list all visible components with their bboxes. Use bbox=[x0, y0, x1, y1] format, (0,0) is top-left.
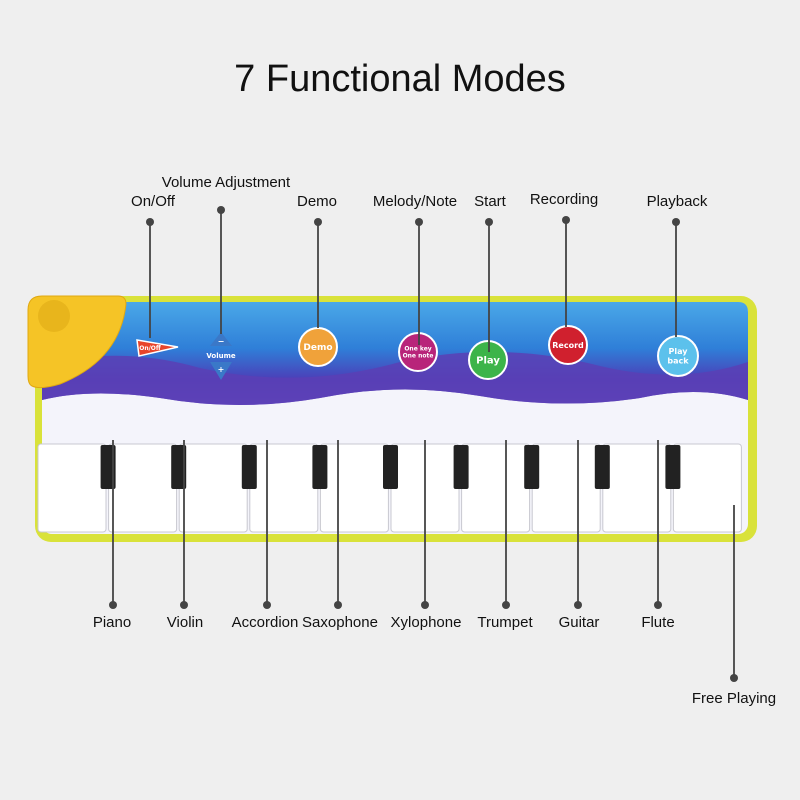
callout-label: Xylophone bbox=[391, 614, 462, 631]
callout-recording: Recording bbox=[530, 191, 598, 327]
playback-button-label: back bbox=[667, 357, 689, 366]
demo-button[interactable]: Demo bbox=[298, 327, 338, 367]
play-button-label: Play bbox=[476, 356, 500, 367]
black-key[interactable] bbox=[594, 445, 610, 489]
callout-piano: Piano bbox=[93, 440, 131, 631]
leader-dot bbox=[217, 206, 225, 214]
playback-button-shape bbox=[657, 335, 699, 377]
black-key[interactable] bbox=[665, 445, 681, 489]
melody-note-button-shape bbox=[398, 332, 438, 372]
callout-label: Trumpet bbox=[477, 614, 533, 631]
record-button-shape bbox=[548, 325, 588, 365]
volume-control[interactable]: − Volume + bbox=[206, 332, 236, 380]
white-key[interactable] bbox=[461, 443, 531, 533]
callout-xylophone: Xylophone bbox=[391, 440, 462, 631]
leader-dot bbox=[562, 216, 570, 224]
callout-volume-adjustment: Volume Adjustment bbox=[162, 174, 291, 334]
callout-playback: Playback bbox=[647, 193, 708, 337]
playback-button[interactable]: Playback bbox=[657, 335, 699, 377]
black-key[interactable] bbox=[524, 445, 540, 489]
callout-free-playing: Free Playing bbox=[692, 505, 776, 707]
white-key[interactable] bbox=[602, 443, 672, 533]
white-key[interactable] bbox=[249, 443, 319, 533]
volume-down-shape[interactable] bbox=[210, 362, 232, 380]
white-key[interactable] bbox=[531, 443, 601, 533]
play-button-shape bbox=[468, 340, 508, 380]
playback-button-label: Play bbox=[669, 347, 689, 356]
callout-demo: Demo bbox=[297, 193, 337, 328]
black-key[interactable] bbox=[241, 445, 257, 489]
white-key[interactable] bbox=[37, 443, 107, 533]
demo-button-label: Demo bbox=[303, 343, 332, 353]
leader-dot bbox=[146, 218, 154, 226]
callout-label: Free Playing bbox=[692, 690, 776, 707]
callout-label: Accordion bbox=[232, 614, 299, 631]
onoff-label: On/Off bbox=[139, 345, 161, 352]
deep-water-wave bbox=[42, 351, 748, 405]
leader-dot bbox=[502, 601, 510, 609]
leader-dot bbox=[421, 601, 429, 609]
record-button-label: Record bbox=[552, 341, 584, 350]
callout-melody-note: Melody/Note bbox=[373, 193, 457, 345]
melody-note-button-label: One key bbox=[404, 346, 431, 353]
leader-dot bbox=[485, 218, 493, 226]
white-key[interactable] bbox=[672, 443, 742, 533]
black-key[interactable] bbox=[171, 445, 187, 489]
page-title: 7 Functional Modes bbox=[234, 58, 566, 100]
melody-note-button-label: One note bbox=[403, 353, 434, 360]
callout-flute: Flute bbox=[641, 440, 675, 631]
callout-label: Playback bbox=[647, 193, 708, 210]
callout-trumpet: Trumpet bbox=[477, 440, 533, 631]
volume-minus-label: − bbox=[218, 337, 225, 346]
leader-dot bbox=[109, 601, 117, 609]
callout-label: Volume Adjustment bbox=[162, 174, 291, 191]
volume-label: Volume bbox=[206, 352, 236, 360]
callout-label: Start bbox=[474, 193, 507, 210]
callout-label: Violin bbox=[167, 614, 203, 631]
callout-label: Demo bbox=[297, 193, 337, 210]
callout-label: Flute bbox=[641, 614, 674, 631]
volume-plus-label: + bbox=[218, 365, 225, 374]
callout-on-off: On/Off bbox=[131, 193, 176, 338]
black-key[interactable] bbox=[383, 445, 398, 489]
callout-violin: Violin bbox=[167, 440, 203, 631]
callout-label: Melody/Note bbox=[373, 193, 457, 210]
onoff-button[interactable]: On/Off bbox=[136, 339, 179, 357]
callout-label: Recording bbox=[530, 191, 598, 208]
white-key[interactable] bbox=[178, 443, 248, 533]
black-key[interactable] bbox=[100, 445, 116, 489]
callout-label: On/Off bbox=[131, 193, 176, 210]
callout-label: Guitar bbox=[559, 614, 600, 631]
leader-dot bbox=[672, 218, 680, 226]
leader-dot bbox=[334, 601, 342, 609]
leader-dot bbox=[314, 218, 322, 226]
leader-dot bbox=[180, 601, 188, 609]
play-button[interactable]: Play bbox=[468, 340, 508, 380]
black-key[interactable] bbox=[312, 445, 328, 489]
record-button[interactable]: Record bbox=[548, 325, 588, 365]
callout-label: Piano bbox=[93, 614, 131, 631]
black-key[interactable] bbox=[453, 445, 469, 489]
callout-accordion: Accordion bbox=[232, 440, 299, 631]
white-key[interactable] bbox=[108, 443, 178, 533]
leader-dot bbox=[574, 601, 582, 609]
pennant-shape bbox=[136, 339, 179, 357]
volume-up-shape[interactable] bbox=[210, 332, 232, 346]
leader-dot bbox=[730, 674, 738, 682]
callout-guitar: Guitar bbox=[559, 440, 600, 631]
callout-start: Start bbox=[474, 193, 507, 352]
leader-dot bbox=[654, 601, 662, 609]
callout-label: Saxophone bbox=[302, 614, 378, 631]
speaker-grille-icon bbox=[38, 300, 70, 332]
leader-dot bbox=[415, 218, 423, 226]
callout-saxophone: Saxophone bbox=[302, 440, 378, 631]
leader-dot bbox=[263, 601, 271, 609]
white-key[interactable] bbox=[319, 443, 389, 533]
